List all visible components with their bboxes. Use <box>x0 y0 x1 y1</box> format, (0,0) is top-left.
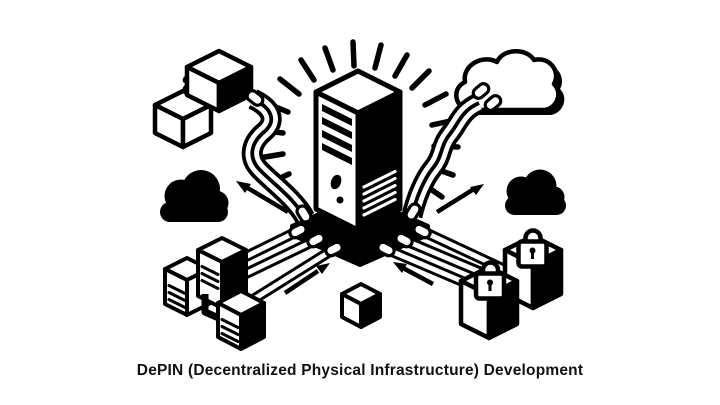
arrow-to-hub-left-icon <box>283 263 330 295</box>
server-tower-icon <box>313 68 403 233</box>
cluster-link <box>201 294 223 323</box>
server-side-stripes <box>362 169 397 217</box>
plug-connector-icon <box>245 82 503 258</box>
cube-b-right <box>180 102 214 150</box>
arrow-up-left-icon <box>236 181 290 214</box>
data-cube-icon <box>340 282 382 329</box>
cable-bundle-top-left-icon <box>241 89 315 224</box>
padlock-icon <box>473 260 507 301</box>
arrow-up-right-icon <box>435 184 484 214</box>
server-leds <box>330 174 344 204</box>
padlock-cube-small-icon <box>458 260 520 341</box>
arrow-to-hub-right-icon <box>393 262 435 286</box>
linked-cubes-icon <box>152 48 254 150</box>
padlock-icon <box>516 228 549 269</box>
cable-bundle-top-right-icon <box>401 93 484 219</box>
cloud-solid-left-icon <box>160 170 229 222</box>
diagram-caption: DePIN (Decentralized Physical Infrastruc… <box>136 362 584 379</box>
cloud-solid-right-icon <box>505 169 566 215</box>
striped-cube-cluster-icon <box>163 236 266 351</box>
server-vent-slats <box>322 104 352 165</box>
